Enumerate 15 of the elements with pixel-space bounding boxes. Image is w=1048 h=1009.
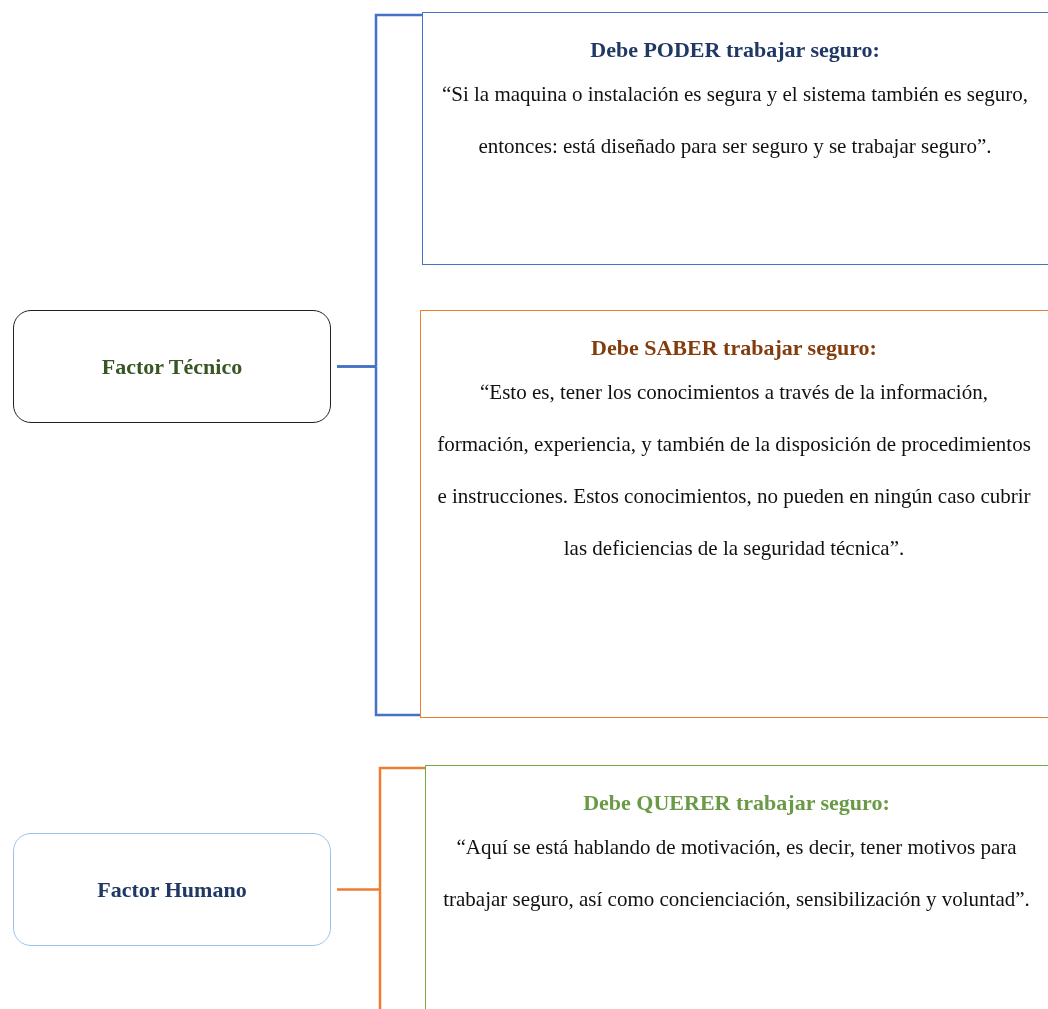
text-box <box>425 765 1048 1009</box>
box-heading: Debe PODER trabajar seguro: <box>590 36 880 64</box>
text-box <box>420 310 1048 718</box>
box-heading: Debe QUERER trabajar seguro: <box>583 789 890 817</box>
curly-bracket <box>335 766 427 1009</box>
box-text: “Aquí se está hablando de motivación, es decir, tener motivos para trabajar seguro, así como concienciación, sensibilización y voluntad”. <box>442 834 1031 913</box>
box-text: “Si la maquina o instalación es segura y el sistema también es seguro, entonces: está diseñado para ser seguro y se trabajar seguro”. <box>440 81 1030 160</box>
box-heading: Factor Humano <box>97 875 247 904</box>
rounded-box <box>13 833 331 946</box>
curly-bracket <box>335 365 422 717</box>
box-heading: Debe SABER trabajar seguro: <box>591 334 877 362</box>
box-heading: Factor Técnico <box>101 352 243 381</box>
text-box <box>422 12 1048 265</box>
rounded-box <box>13 310 331 423</box>
box-text: “Esto es, tener los conocimientos a través de la información, formación, experiencia, y también de la disposición de procedimientos e instrucciones. Estos conocimientos, no pueden en ningún caso cubrir las deficiencias de la seguridad técnica”. <box>436 379 1032 562</box>
